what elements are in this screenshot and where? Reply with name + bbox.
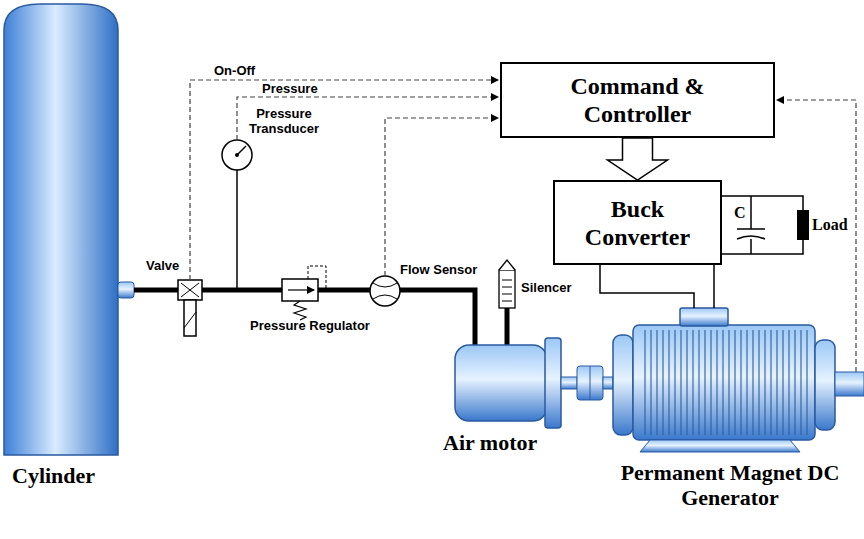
text-stack: Buck Converter (563, 195, 713, 251)
exhaust-pipe (505, 308, 510, 345)
part-label: Pressure Regulator (250, 318, 370, 333)
part-label: Flow Sensor (400, 262, 477, 277)
part-label: Pressure Transducer (244, 106, 324, 136)
flow-sensor (370, 276, 400, 306)
box-title: Buck Converter (563, 195, 713, 251)
part-label: Valve (146, 258, 179, 273)
part-label: Cylinder (12, 463, 95, 488)
signal-label: On-Off (214, 63, 255, 78)
text-stack: Command & Controller (548, 72, 728, 128)
part-label: Permanent Magnet DC Generator (600, 460, 860, 510)
pressure-regulator (282, 266, 326, 320)
pressure-gauge (222, 140, 252, 290)
valve-symbol (178, 280, 202, 336)
air-motor (455, 338, 603, 428)
gas-cylinder (4, 4, 134, 455)
silencer (499, 260, 515, 308)
converter-box: Buck Converter (553, 180, 722, 265)
part-label: Air motor (443, 430, 537, 455)
dc-generator (603, 308, 864, 452)
load-resistor (797, 210, 809, 240)
signal-label: Pressure (262, 81, 318, 96)
box-title: Command & Controller (548, 72, 728, 128)
component-label: Load (812, 216, 848, 234)
part-label: Silencer (521, 280, 572, 295)
block-arrow (608, 138, 668, 180)
controller-box: Command & Controller (500, 62, 775, 138)
component-label: C (734, 204, 746, 222)
